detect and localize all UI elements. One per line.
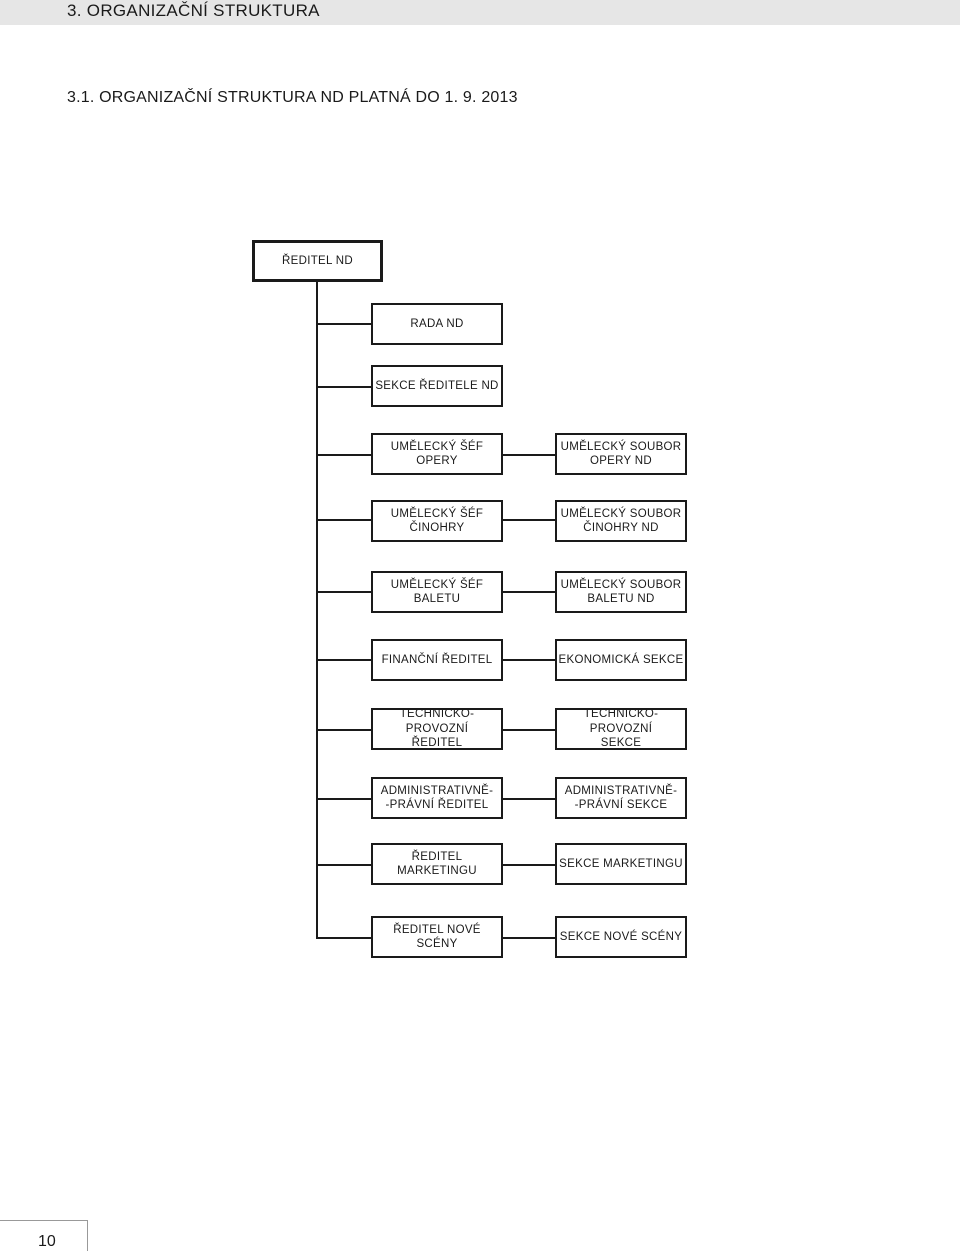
- org-box-financni-reditel: FINANČNÍ ŘEDITEL: [371, 639, 503, 681]
- org-box-administrativne-pravni-sekce: ADMINISTRATIVNĚ- -PRÁVNÍ SEKCE: [555, 777, 687, 819]
- connector-row-4: [316, 659, 372, 661]
- link-row-4: [502, 659, 556, 661]
- chapter-header-bar: 3. ORGANIZAČNÍ STRUKTURA: [0, 0, 960, 25]
- org-box-sef-baletu: UMĚLECKÝ ŠÉF BALETU: [371, 571, 503, 613]
- section-title: 3.1. ORGANIZAČNÍ STRUKTURA ND PLATNÁ DO …: [67, 89, 518, 106]
- org-box-technicko-provozni-reditel: TECHNICKO-PROVOZNÍ ŘEDITEL: [371, 708, 503, 750]
- org-box-administrativne-pravni-reditel: ADMINISTRATIVNĚ- -PRÁVNÍ ŘEDITEL: [371, 777, 503, 819]
- link-row-6: [502, 798, 556, 800]
- page-number-tab: 10: [0, 1220, 88, 1251]
- chapter-title: 3. ORGANIZAČNÍ STRUKTURA: [67, 1, 320, 20]
- org-box-soubor-opery: UMĚLECKÝ SOUBOR OPERY ND: [555, 433, 687, 475]
- connector-row-1: [316, 454, 372, 456]
- org-box-ekonomicka-sekce: EKONOMICKÁ SEKCE: [555, 639, 687, 681]
- org-box-reditel-marketingu: ŘEDITEL MARKETINGU: [371, 843, 503, 885]
- link-row-3: [502, 591, 556, 593]
- page-number: 10: [38, 1233, 56, 1250]
- link-row-7: [502, 864, 556, 866]
- org-box-soubor-baletu: UMĚLECKÝ SOUBOR BALETU ND: [555, 571, 687, 613]
- connector-sekce-reditele: [316, 386, 372, 388]
- connector-row-7: [316, 864, 372, 866]
- org-box-sef-cinohry: UMĚLECKÝ ŠÉF ČINOHRY: [371, 500, 503, 542]
- org-box-sekce-nove-sceny: SEKCE NOVÉ SCÉNY: [555, 916, 687, 958]
- org-box-sef-opery: UMĚLECKÝ ŠÉF OPERY: [371, 433, 503, 475]
- link-row-1: [502, 454, 556, 456]
- connector-row-3: [316, 591, 372, 593]
- org-box-sekce-marketingu: SEKCE MARKETINGU: [555, 843, 687, 885]
- link-row-2: [502, 519, 556, 521]
- org-box-sekce-reditele: SEKCE ŘEDITELE ND: [371, 365, 503, 407]
- org-box-reditel-nove-sceny: ŘEDITEL NOVÉ SCÉNY: [371, 916, 503, 958]
- org-box-technicko-provozni-sekce: TECHNICKO-PROVOZNÍ SEKCE: [555, 708, 687, 750]
- org-box-soubor-cinohry: UMĚLECKÝ SOUBOR ČINOHRY ND: [555, 500, 687, 542]
- org-box-rada-nd: RADA ND: [371, 303, 503, 345]
- connector-row-5: [316, 729, 372, 731]
- connector-rada: [316, 323, 372, 325]
- org-box-reditel-nd: ŘEDITEL ND: [252, 240, 383, 282]
- link-row-8: [502, 937, 556, 939]
- link-row-5: [502, 729, 556, 731]
- connector-row-2: [316, 519, 372, 521]
- connector-row-6: [316, 798, 372, 800]
- trunk-line: [316, 278, 318, 939]
- connector-row-8: [316, 937, 372, 939]
